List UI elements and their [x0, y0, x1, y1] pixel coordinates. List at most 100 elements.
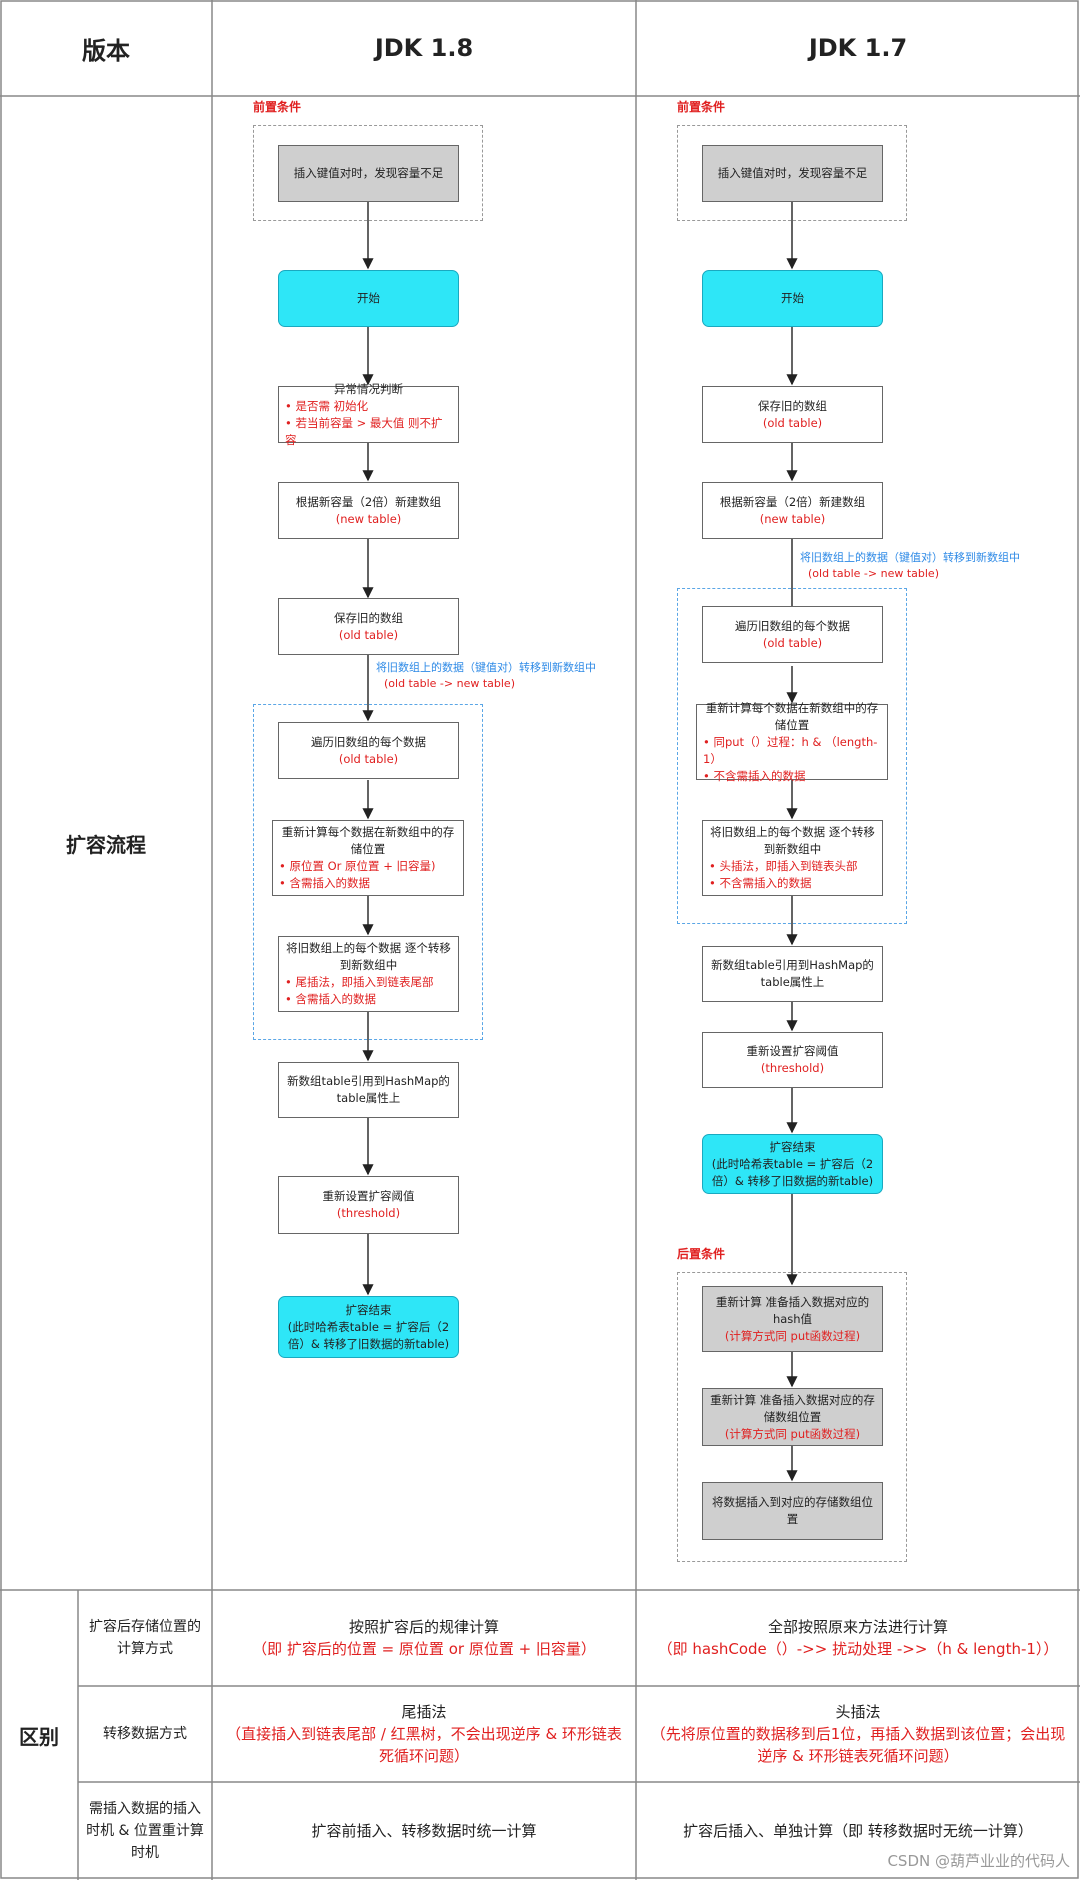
jdk17-save-title: 保存旧的数组: [758, 398, 827, 413]
jdk17-precondition-box: 插入键值对时，发现容量不足: [702, 145, 883, 202]
jdk18-recalc-box: 重新计算每个数据在新数组中的存储位置 原位置 Or 原位置 + 旧容量) 含需插…: [272, 820, 464, 896]
row-label-process: 扩容流程: [66, 832, 146, 857]
diff-row-3-jdk17-title: 扩容后插入、单独计算（即 转移数据时无统一计算）: [683, 1822, 1033, 1840]
jdk18-newtable-box: 根据新容量（2倍）新建数组 (new table): [278, 482, 459, 539]
diff-row-2-jdk18: 尾插法 （直接插入到链表尾部 / 红黑树，不会出现逆序 & 环形链表死循环问题）: [212, 1686, 636, 1782]
jdk18-start: 开始: [278, 270, 459, 327]
jdk18-save-box: 保存旧的数组 (old table): [278, 598, 459, 655]
jdk18-check-bullet-2: 若当前容量 > 最大值 则不扩容: [285, 415, 452, 449]
jdk17-start: 开始: [702, 270, 883, 327]
jdk18-transfer-note: 将旧数组上的数据（键值对）转移到新数组中 (old table -> new t…: [376, 660, 626, 692]
jdk18-recalc-title: 重新计算每个数据在新数组中的存储位置: [281, 825, 455, 856]
jdk17-post2-title: 重新计算 准备插入数据对应的存储数组位置: [710, 1392, 875, 1424]
diff-row-1-jdk18-title: 按照扩容后的规律计算: [348, 1618, 499, 1636]
header-jdk18: JDK 1.8: [374, 34, 474, 62]
jdk17-postcondition-label: 后置条件: [677, 1247, 726, 1261]
jdk17-post3-box: 将数据插入到对应的存储数组位置: [702, 1482, 883, 1540]
jdk18-save-title: 保存旧的数组: [334, 610, 403, 625]
jdk18-ref-box: 新数组table引用到HashMap的table属性上: [278, 1062, 459, 1118]
diff-row-3-label: 需插入数据的插入时机 & 位置重计算时机: [86, 1801, 204, 1861]
jdk17-precondition-label: 前置条件: [677, 100, 726, 114]
diff-row-1-label: 扩容后存储位置的计算方式: [89, 1619, 201, 1657]
jdk17-start-text: 开始: [781, 291, 804, 305]
jdk17-threshold-sub: (threshold): [760, 1061, 825, 1075]
jdk18-precondition-frame: [253, 125, 483, 221]
jdk17-save-box: 保存旧的数组 (old table): [702, 386, 883, 443]
diff-row-1-jdk17: 全部按照原来方法进行计算 （即 hashCode（）->> 扰动处理 ->>（h…: [636, 1590, 1080, 1686]
diff-row-2-label: 转移数据方式: [103, 1726, 187, 1742]
jdk18-end-box: 扩容结束 (此时哈希表table = 扩容后（2倍）& 转移了旧数据的新tabl…: [278, 1296, 459, 1358]
jdk17-post1-sub: (计算方式同 put函数过程): [724, 1328, 861, 1343]
jdk17-move-box: 将旧数组上的每个数据 逐个转移到新数组中 头插法，即插入到链表头部 不含需插入的…: [702, 820, 883, 896]
jdk18-precondition-label: 前置条件: [253, 100, 302, 114]
jdk17-postcondition-frame: [677, 1272, 907, 1562]
row-label-diff: 区别: [19, 1724, 59, 1749]
jdk18-threshold-sub: (threshold): [336, 1206, 401, 1220]
jdk18-newtable-sub: (new table): [335, 511, 402, 526]
diff-row-2-jdk17-title: 头插法: [835, 1703, 881, 1721]
jdk18-iterate-title: 遍历旧数组的每个数据: [311, 734, 426, 749]
jdk17-end-title: 扩容结束: [769, 1139, 816, 1154]
jdk18-recalc-bullet-1: 原位置 Or 原位置 + 旧容量): [279, 858, 457, 875]
jdk17-move-bullet-1: 头插法，即插入到链表头部: [709, 858, 876, 875]
jdk17-threshold-box: 重新设置扩容阈值 (threshold): [702, 1032, 883, 1088]
jdk17-iterate-box: 遍历旧数组的每个数据 (old table): [702, 606, 883, 663]
jdk17-newtable-sub: (new table): [759, 511, 826, 526]
jdk17-post1-title: 重新计算 准备插入数据对应的hash值: [715, 1294, 870, 1326]
diff-row-1-jdk18-sub: （即 扩容后的位置 = 原位置 or 原位置 + 旧容量）: [252, 1640, 596, 1658]
header-version: 版本: [82, 36, 130, 65]
jdk17-recalc-bullet-2: 不含需插入的数据: [703, 768, 881, 785]
jdk17-newtable-title: 根据新容量（2倍）新建数组: [719, 494, 866, 509]
jdk17-post3-text: 将数据插入到对应的存储数组位置: [712, 1495, 873, 1526]
jdk18-end-title: 扩容结束: [345, 1302, 392, 1317]
jdk18-transfer-frame: [253, 704, 483, 1040]
jdk18-start-text: 开始: [357, 291, 380, 305]
jdk18-save-sub: (old table): [338, 627, 399, 642]
jdk18-check-box: 异常情况判断 是否需 初始化 若当前容量 > 最大值 则不扩容: [278, 382, 459, 447]
jdk18-check-bullet-1: 是否需 初始化: [285, 398, 452, 415]
jdk17-threshold-title: 重新设置扩容阈值: [746, 1044, 839, 1058]
jdk17-newtable-box: 根据新容量（2倍）新建数组 (new table): [702, 482, 883, 539]
jdk17-ref-box: 新数组table引用到HashMap的table属性上: [702, 946, 883, 1002]
jdk18-precondition-box: 插入键值对时，发现容量不足: [278, 145, 459, 202]
watermark: CSDN @葫芦业业的代码人: [887, 1852, 1070, 1870]
jdk17-iterate-title: 遍历旧数组的每个数据: [735, 618, 850, 633]
jdk17-move-bullet-2: 不含需插入的数据: [709, 875, 876, 892]
jdk17-precondition-frame: [677, 125, 907, 221]
diff-row-3-jdk17: 扩容后插入、单独计算（即 转移数据时无统一计算）: [636, 1782, 1080, 1880]
jdk18-transfer-note-text: 将旧数组上的数据（键值对）转移到新数组中: [376, 661, 596, 674]
jdk17-move-title: 将旧数组上的每个数据 逐个转移到新数组中: [710, 825, 875, 856]
diff-row-1-jdk18: 按照扩容后的规律计算 （即 扩容后的位置 = 原位置 or 原位置 + 旧容量）: [212, 1590, 636, 1686]
jdk17-save-sub: (old table): [762, 415, 823, 430]
diff-row-2-jdk18-sub: （直接插入到链表尾部 / 红黑树，不会出现逆序 & 环形链表死循环问题）: [226, 1725, 622, 1765]
jdk17-iterate-sub: (old table): [762, 635, 823, 650]
jdk18-transfer-note-sub: (old table -> new table): [384, 677, 515, 690]
jdk18-threshold-box: 重新设置扩容阈值 (threshold): [278, 1176, 459, 1234]
diff-row-2-jdk18-title: 尾插法: [401, 1703, 447, 1721]
diff-row-2-jdk17-sub: （先将原位置的数据移到后1位，再插入数据到该位置；会出现逆序 & 环形链表死循环…: [650, 1725, 1066, 1765]
jdk18-move-bullet-2: 含需插入的数据: [285, 991, 452, 1008]
diff-row-1-jdk17-title: 全部按照原来方法进行计算: [767, 1618, 948, 1636]
diff-row-3-jdk18: 扩容前插入、转移数据时统一计算: [212, 1782, 636, 1880]
jdk18-move-box: 将旧数组上的每个数据 逐个转移到新数组中 尾插法，即插入到链表尾部 含需插入的数…: [278, 936, 459, 1012]
jdk17-post2-box: 重新计算 准备插入数据对应的存储数组位置 (计算方式同 put函数过程): [702, 1388, 883, 1446]
jdk17-recalc-bullet-1: 同put（）过程：h & （length-1）: [703, 734, 881, 768]
jdk18-iterate-box: 遍历旧数组的每个数据 (old table): [278, 722, 459, 779]
jdk17-recalc-box: 重新计算每个数据在新数组中的存储位置 同put（）过程：h & （length-…: [696, 701, 888, 783]
jdk17-transfer-frame: [677, 588, 907, 924]
jdk17-post2-sub: (计算方式同 put函数过程): [724, 1426, 861, 1441]
jdk18-move-title: 将旧数组上的每个数据 逐个转移到新数组中: [286, 941, 451, 972]
jdk17-pre-text: 插入键值对时，发现容量不足: [717, 166, 868, 180]
jdk18-threshold-title: 重新设置扩容阈值: [322, 1189, 415, 1203]
diff-row-3-jdk18-title: 扩容前插入、转移数据时统一计算: [311, 1822, 537, 1840]
jdk17-recalc-title: 重新计算每个数据在新数组中的存储位置: [705, 700, 879, 732]
jdk18-ref-text: 新数组table引用到HashMap的table属性上: [287, 1074, 450, 1105]
jdk18-check-title: 异常情况判断: [334, 381, 403, 396]
jdk17-end-sub: (此时哈希表table = 扩容后（2倍）& 转移了旧数据的新table): [711, 1156, 874, 1188]
jdk18-move-bullet-1: 尾插法，即插入到链表尾部: [285, 974, 452, 991]
jdk17-transfer-note-sub: (old table -> new table): [808, 567, 939, 580]
jdk18-pre-text: 插入键值对时，发现容量不足: [293, 166, 444, 180]
jdk17-transfer-note: 将旧数组上的数据（键值对）转移到新数组中 (old table -> new t…: [800, 550, 1075, 582]
jdk17-post1-box: 重新计算 准备插入数据对应的hash值 (计算方式同 put函数过程): [702, 1286, 883, 1352]
